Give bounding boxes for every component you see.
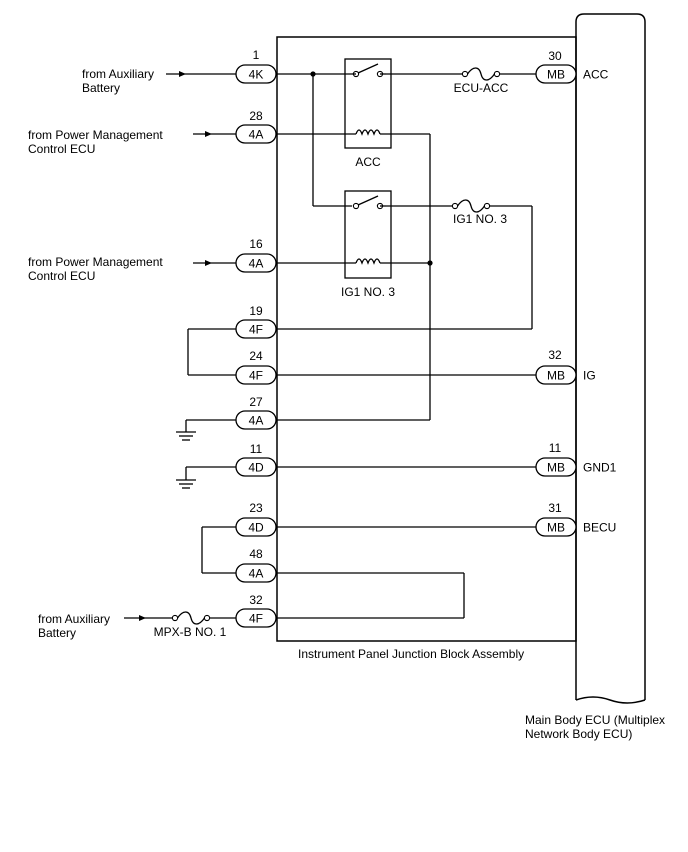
- svg-text:4A: 4A: [249, 414, 264, 428]
- left-connector-5: 24 4F: [235, 349, 277, 385]
- junction-dot: [427, 260, 433, 266]
- left-connector-1: 1 4K: [235, 48, 277, 84]
- fuse-ecu-acc: [461, 67, 501, 81]
- ground-symbol: [176, 431, 196, 441]
- left-connector-2: 28 4A: [235, 109, 277, 144]
- svg-text:19: 19: [249, 304, 263, 318]
- svg-text:4A: 4A: [249, 567, 264, 581]
- source-aux-battery-2-line1: from Auxiliary: [38, 612, 110, 626]
- relay-acc-label: ACC: [355, 155, 381, 169]
- svg-text:MB: MB: [547, 461, 565, 475]
- main-body-ecu-title-line1: Main Body ECU (Multiplex: [525, 713, 665, 727]
- svg-text:4F: 4F: [249, 612, 263, 626]
- junction-block-outline: [276, 36, 577, 642]
- svg-text:MB: MB: [547, 369, 565, 383]
- left-connector-3: 16 4A: [235, 237, 277, 273]
- main-body-ecu-break: [575, 696, 646, 704]
- svg-text:BECU: BECU: [583, 521, 616, 535]
- svg-text:28: 28: [249, 109, 263, 123]
- svg-text:16: 16: [249, 237, 263, 251]
- svg-text:4K: 4K: [249, 68, 264, 82]
- left-connector-10: 32 4F: [235, 593, 277, 628]
- svg-text:GND1: GND1: [583, 461, 617, 475]
- svg-text:ACC: ACC: [583, 68, 609, 82]
- svg-text:4D: 4D: [248, 521, 264, 535]
- svg-text:32: 32: [249, 593, 263, 607]
- fuse-ecu-acc-label: ECU-ACC: [454, 81, 509, 95]
- left-connector-9: 48 4A: [235, 547, 277, 583]
- source-aux-battery-1-line1: from Auxiliary: [82, 67, 154, 81]
- svg-text:11: 11: [549, 441, 562, 455]
- ground-symbol: [176, 479, 196, 489]
- wires: [146, 73, 536, 619]
- svg-text:30: 30: [548, 49, 562, 63]
- svg-text:27: 27: [249, 395, 263, 409]
- svg-text:IG: IG: [583, 369, 596, 383]
- relay-ig1: [344, 190, 392, 279]
- source-aux-battery-1-line2: Battery: [82, 81, 120, 95]
- svg-text:MB: MB: [547, 68, 565, 82]
- right-connector-becu: 31 MB BECU: [535, 501, 616, 537]
- svg-text:4A: 4A: [249, 257, 264, 271]
- junction-block-title: Instrument Panel Junction Block Assembly: [298, 647, 524, 661]
- left-connector-8: 23 4D: [235, 501, 277, 537]
- relay-ig1-label: IG1 NO. 3: [341, 285, 395, 299]
- svg-text:1: 1: [253, 48, 260, 62]
- junction-dot: [310, 71, 316, 77]
- svg-text:4D: 4D: [248, 461, 264, 475]
- left-connector-4: 19 4F: [235, 304, 277, 339]
- source-pwr-mgmt-2-line2: Control ECU: [28, 269, 95, 283]
- svg-text:4F: 4F: [249, 323, 263, 337]
- svg-text:24: 24: [249, 349, 263, 363]
- main-body-ecu-title-line2: Network Body ECU): [525, 727, 632, 741]
- svg-text:4A: 4A: [249, 128, 264, 142]
- left-connector-7: 11 4D: [235, 442, 277, 477]
- right-connector-acc: 30 MB ACC: [535, 49, 609, 84]
- svg-text:23: 23: [249, 501, 263, 515]
- left-connector-6: 27 4A: [235, 395, 277, 430]
- svg-text:32: 32: [548, 348, 562, 362]
- fuse-mpxb: [171, 611, 211, 625]
- fuse-ig1: [451, 199, 491, 213]
- svg-text:11: 11: [250, 442, 263, 456]
- source-pwr-mgmt-2-line1: from Power Management: [28, 255, 163, 269]
- source-aux-battery-2-line2: Battery: [38, 626, 76, 640]
- relay-acc: [344, 58, 392, 149]
- fuse-mpxb-label: MPX-B NO. 1: [154, 625, 227, 639]
- svg-text:31: 31: [548, 501, 562, 515]
- main-body-ecu-outline: [575, 13, 646, 700]
- right-connector-gnd1: 11 MB GND1: [535, 441, 617, 477]
- svg-text:48: 48: [249, 547, 263, 561]
- source-pwr-mgmt-1-line1: from Power Management: [28, 128, 163, 142]
- source-pwr-mgmt-1-line2: Control ECU: [28, 142, 95, 156]
- svg-text:4F: 4F: [249, 369, 263, 383]
- right-connector-ig: 32 MB IG: [535, 348, 596, 385]
- svg-text:MB: MB: [547, 521, 565, 535]
- fuse-ig1-label: IG1 NO. 3: [453, 212, 507, 226]
